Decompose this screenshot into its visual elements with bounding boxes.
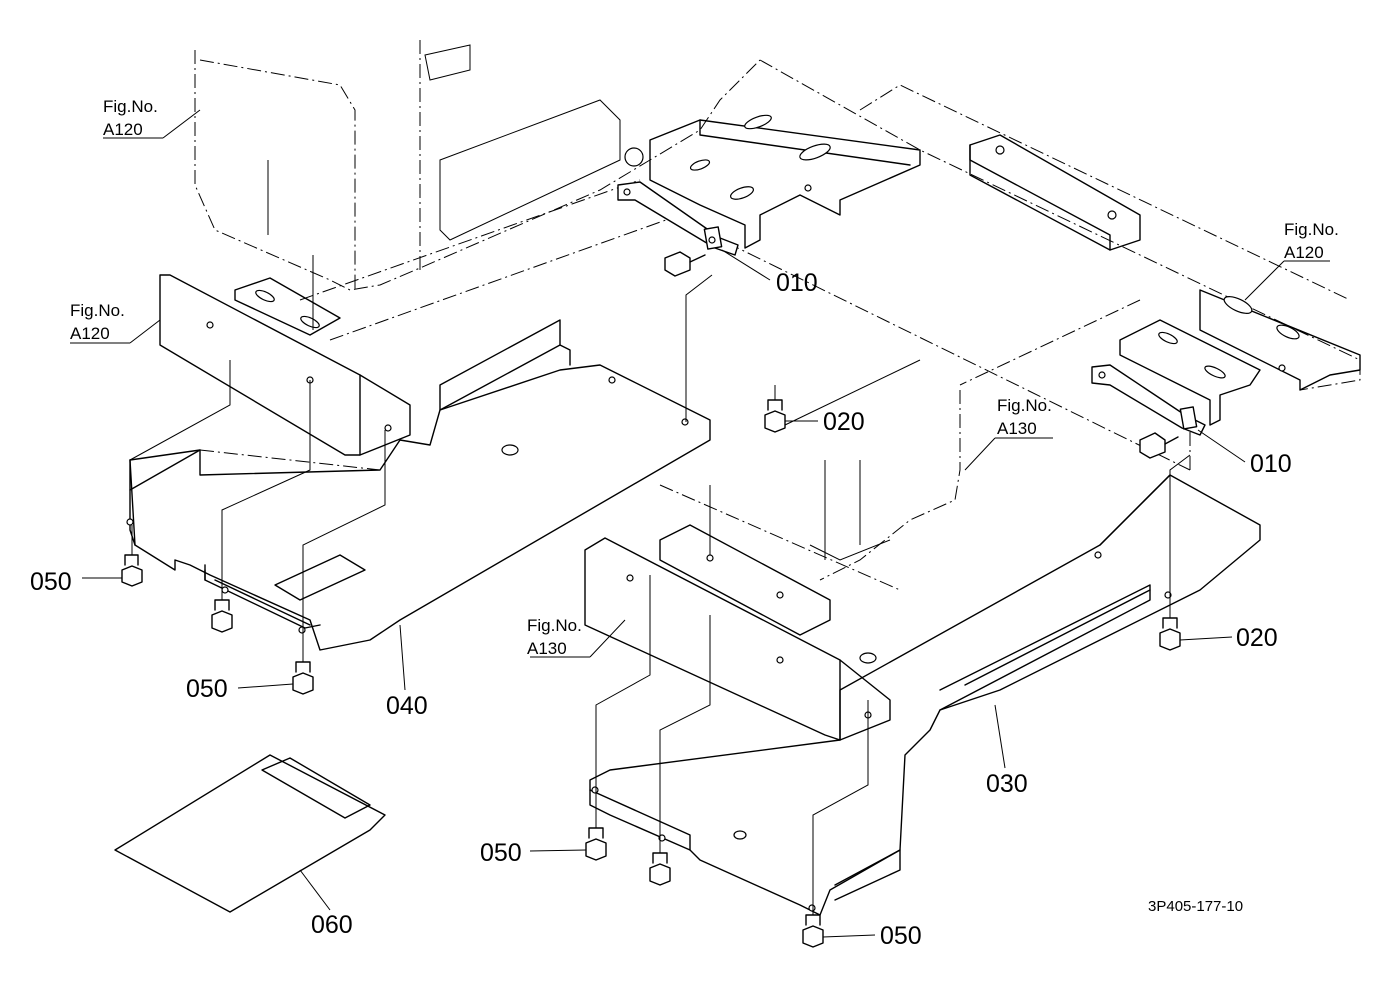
label-sheet-060 [114,754,386,913]
figref-number-5: A130 [527,639,567,658]
label-020-upper: 020 [823,408,865,436]
frame-rail-right [969,134,1361,391]
label-010-lower: 010 [1250,450,1292,478]
bolt-050-b [292,661,314,695]
figref-label-5: Fig.No. [527,616,582,635]
figref-label-1: Fig.No. [103,97,158,116]
undercover-030 [589,474,1261,916]
channel-bracket-right [584,524,891,741]
frame-bracket-right [1119,319,1261,426]
figref-label-2: Fig.No. [70,301,125,320]
label-060: 060 [311,911,353,939]
figref-label-4: Fig.No. [997,396,1052,415]
figref-number-3: A120 [1284,243,1324,262]
label-050-a: 050 [30,568,72,596]
undercover-040 [126,319,711,651]
figref-label-3: Fig.No. [1284,220,1339,239]
bolt-020-b [1159,617,1181,651]
drawing-code: 3P405-177-10 [1148,898,1243,915]
bolt-050-a [121,554,143,587]
bolt-050-f [649,852,671,886]
label-040: 040 [386,692,428,720]
engine-reference-outline [194,40,1361,591]
frame-bracket-left [624,114,921,249]
figref-number-4: A130 [997,419,1037,438]
bolt-050-e [211,599,233,633]
figref-number-1: A120 [103,120,143,139]
label-050-b: 050 [186,675,228,703]
stay-bracket-010-lower [1091,364,1206,459]
label-010-upper: 010 [776,269,818,297]
bolt-050-c [585,827,607,861]
figref-number-2: A120 [70,324,110,343]
bolt-050-d [802,914,824,948]
label-030: 030 [986,770,1028,798]
leader-lines [70,109,1330,938]
assembly-lines [129,160,1191,915]
label-020-lower: 020 [1236,624,1278,652]
stay-bracket-010-upper [617,181,739,277]
bolt-020-a [764,399,786,433]
channel-bracket-left [159,274,411,456]
label-050-d: 050 [880,922,922,950]
label-050-c: 050 [480,839,522,867]
